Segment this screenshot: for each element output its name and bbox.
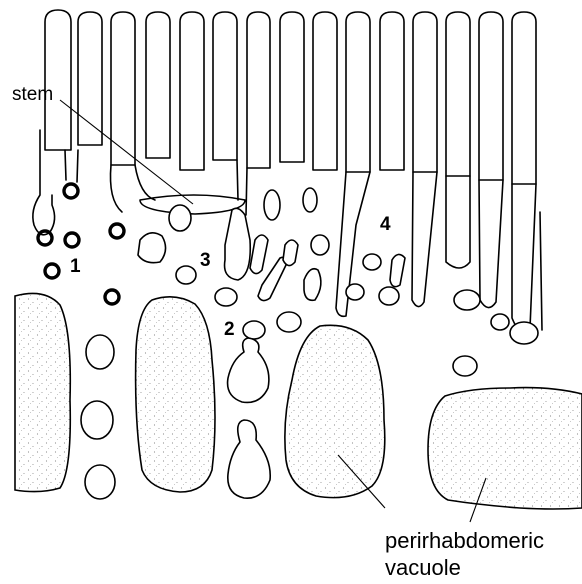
microvillus-pinching bbox=[65, 150, 66, 180]
stage-3-label: 3 bbox=[200, 250, 211, 272]
microvillus-stalk bbox=[246, 168, 247, 215]
microvillus bbox=[180, 12, 204, 170]
microvillus bbox=[45, 10, 71, 150]
microvillus bbox=[512, 12, 536, 184]
left-column-vesicles bbox=[81, 335, 115, 499]
vesicle bbox=[510, 322, 538, 344]
microvillus-tip bbox=[135, 165, 155, 200]
stage-2-label: 2 bbox=[224, 319, 235, 341]
microvillus-pinching bbox=[77, 150, 78, 182]
microvilli-row bbox=[45, 10, 536, 184]
vesicle bbox=[379, 287, 399, 305]
vesicle bbox=[138, 233, 166, 263]
vesicle bbox=[303, 188, 317, 212]
coated-vesicle bbox=[45, 264, 59, 278]
vesicle bbox=[363, 254, 381, 270]
perirhabdomeric-vacuole bbox=[428, 388, 582, 509]
vesicle bbox=[225, 208, 251, 280]
coated-vesicle bbox=[105, 290, 119, 304]
microvillus-stalk bbox=[479, 180, 503, 308]
perirhabdomeric-vacuole bbox=[15, 293, 70, 491]
microvillus-tip bbox=[110, 165, 122, 212]
stage-2-vesicles bbox=[228, 338, 271, 498]
stem-label: stem bbox=[12, 84, 53, 106]
coated-vesicle bbox=[110, 224, 124, 238]
vesicle bbox=[250, 235, 268, 274]
microvillus bbox=[280, 12, 304, 162]
dumbbell-vesicle bbox=[228, 420, 270, 498]
microvillus bbox=[313, 12, 337, 170]
dumbbell-vesicle bbox=[228, 338, 269, 402]
microvillus bbox=[380, 12, 404, 170]
vesicle bbox=[390, 254, 405, 286]
microvillus-stalk bbox=[412, 172, 437, 307]
microvillus bbox=[247, 12, 270, 168]
microvillus bbox=[213, 12, 237, 160]
microvillus bbox=[479, 12, 503, 180]
microvillus-stalk bbox=[512, 184, 536, 331]
vesicle bbox=[304, 269, 321, 301]
vesicle bbox=[243, 321, 265, 339]
vesicle bbox=[311, 235, 329, 255]
vesicle bbox=[176, 266, 196, 284]
microvillus bbox=[78, 12, 102, 145]
vesicle bbox=[454, 290, 480, 310]
vacuole-label-line2: vacuole bbox=[385, 555, 461, 581]
vesicle bbox=[283, 240, 298, 266]
microvillus bbox=[446, 12, 470, 176]
coated-vesicle bbox=[38, 231, 52, 245]
microvillus-stalk bbox=[237, 160, 238, 200]
vesicle bbox=[215, 288, 237, 306]
vesicle bbox=[346, 284, 364, 300]
vesicle bbox=[453, 356, 477, 376]
coated-vesicle bbox=[65, 233, 79, 247]
microvillus-stalk bbox=[540, 212, 542, 330]
stage-1-label: 1 bbox=[70, 256, 81, 278]
vacuole-label-line1: perirhabdomeric bbox=[385, 528, 544, 554]
stage-1-vesicles bbox=[33, 130, 155, 304]
vesicle bbox=[81, 401, 113, 439]
perirhabdomeric-vacuole bbox=[136, 297, 215, 492]
perirhabdomeric-vacuole bbox=[285, 325, 385, 497]
stage-4-label: 4 bbox=[380, 214, 391, 236]
vesicle bbox=[491, 314, 509, 330]
vesicle bbox=[85, 465, 115, 499]
vesicle bbox=[86, 335, 114, 369]
microvillus bbox=[346, 12, 370, 172]
microvillus-stalk bbox=[446, 176, 470, 268]
vesicle bbox=[264, 190, 280, 220]
vesicle bbox=[169, 205, 191, 231]
stem-ellipse bbox=[140, 195, 245, 214]
microvillus bbox=[146, 12, 170, 158]
vesicle bbox=[277, 312, 301, 332]
coated-vesicle bbox=[64, 184, 78, 198]
microvillus bbox=[413, 12, 437, 172]
